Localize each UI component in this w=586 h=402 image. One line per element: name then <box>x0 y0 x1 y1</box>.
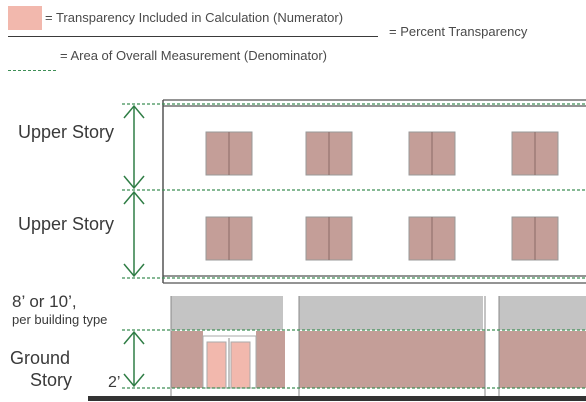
upper-window-1a <box>205 131 253 176</box>
transom-middle <box>299 296 483 330</box>
storefront-right <box>499 331 586 388</box>
denominator-dashed-sample <box>8 70 56 71</box>
height-label-line2: per building type <box>12 312 108 327</box>
numerator-label: = Transparency Included in Calculation (… <box>45 10 344 25</box>
storefront-left-b <box>256 331 285 388</box>
numerator-swatch <box>8 6 42 30</box>
upper-window-2c <box>408 216 456 261</box>
transom-left <box>171 296 283 330</box>
upper-story-label-1: Upper Story <box>18 122 115 142</box>
height-label-line1: 8’ or 10’, <box>12 292 77 311</box>
ground-story-label-line2: Story <box>30 370 73 390</box>
upper-window-2d <box>511 216 559 261</box>
transom-right <box>499 296 586 330</box>
storefront-left-a <box>171 331 203 388</box>
ground-story-label-line1: Ground <box>10 348 71 368</box>
percent-transparency-label: = Percent Transparency <box>389 24 528 39</box>
storefront-middle <box>299 331 485 388</box>
denominator-label: = Area of Overall Measurement (Denominat… <box>60 48 327 63</box>
upper-story-label-2: Upper Story <box>18 214 115 234</box>
upper-window-1c <box>408 131 456 176</box>
upper-window-1b <box>305 131 353 176</box>
upper-window-2b <box>305 216 353 261</box>
base-height-label: 2’ <box>108 374 121 391</box>
upper-window-1d <box>511 131 559 176</box>
ground-line <box>88 396 586 401</box>
entry-door <box>202 335 257 389</box>
upper-window-2a <box>205 216 253 261</box>
upper-story-1-dimension-arrow <box>123 104 145 190</box>
upper-story-2-dimension-arrow <box>123 190 145 278</box>
ground-story-dimension-arrow <box>123 330 145 388</box>
fraction-bar <box>8 36 378 37</box>
